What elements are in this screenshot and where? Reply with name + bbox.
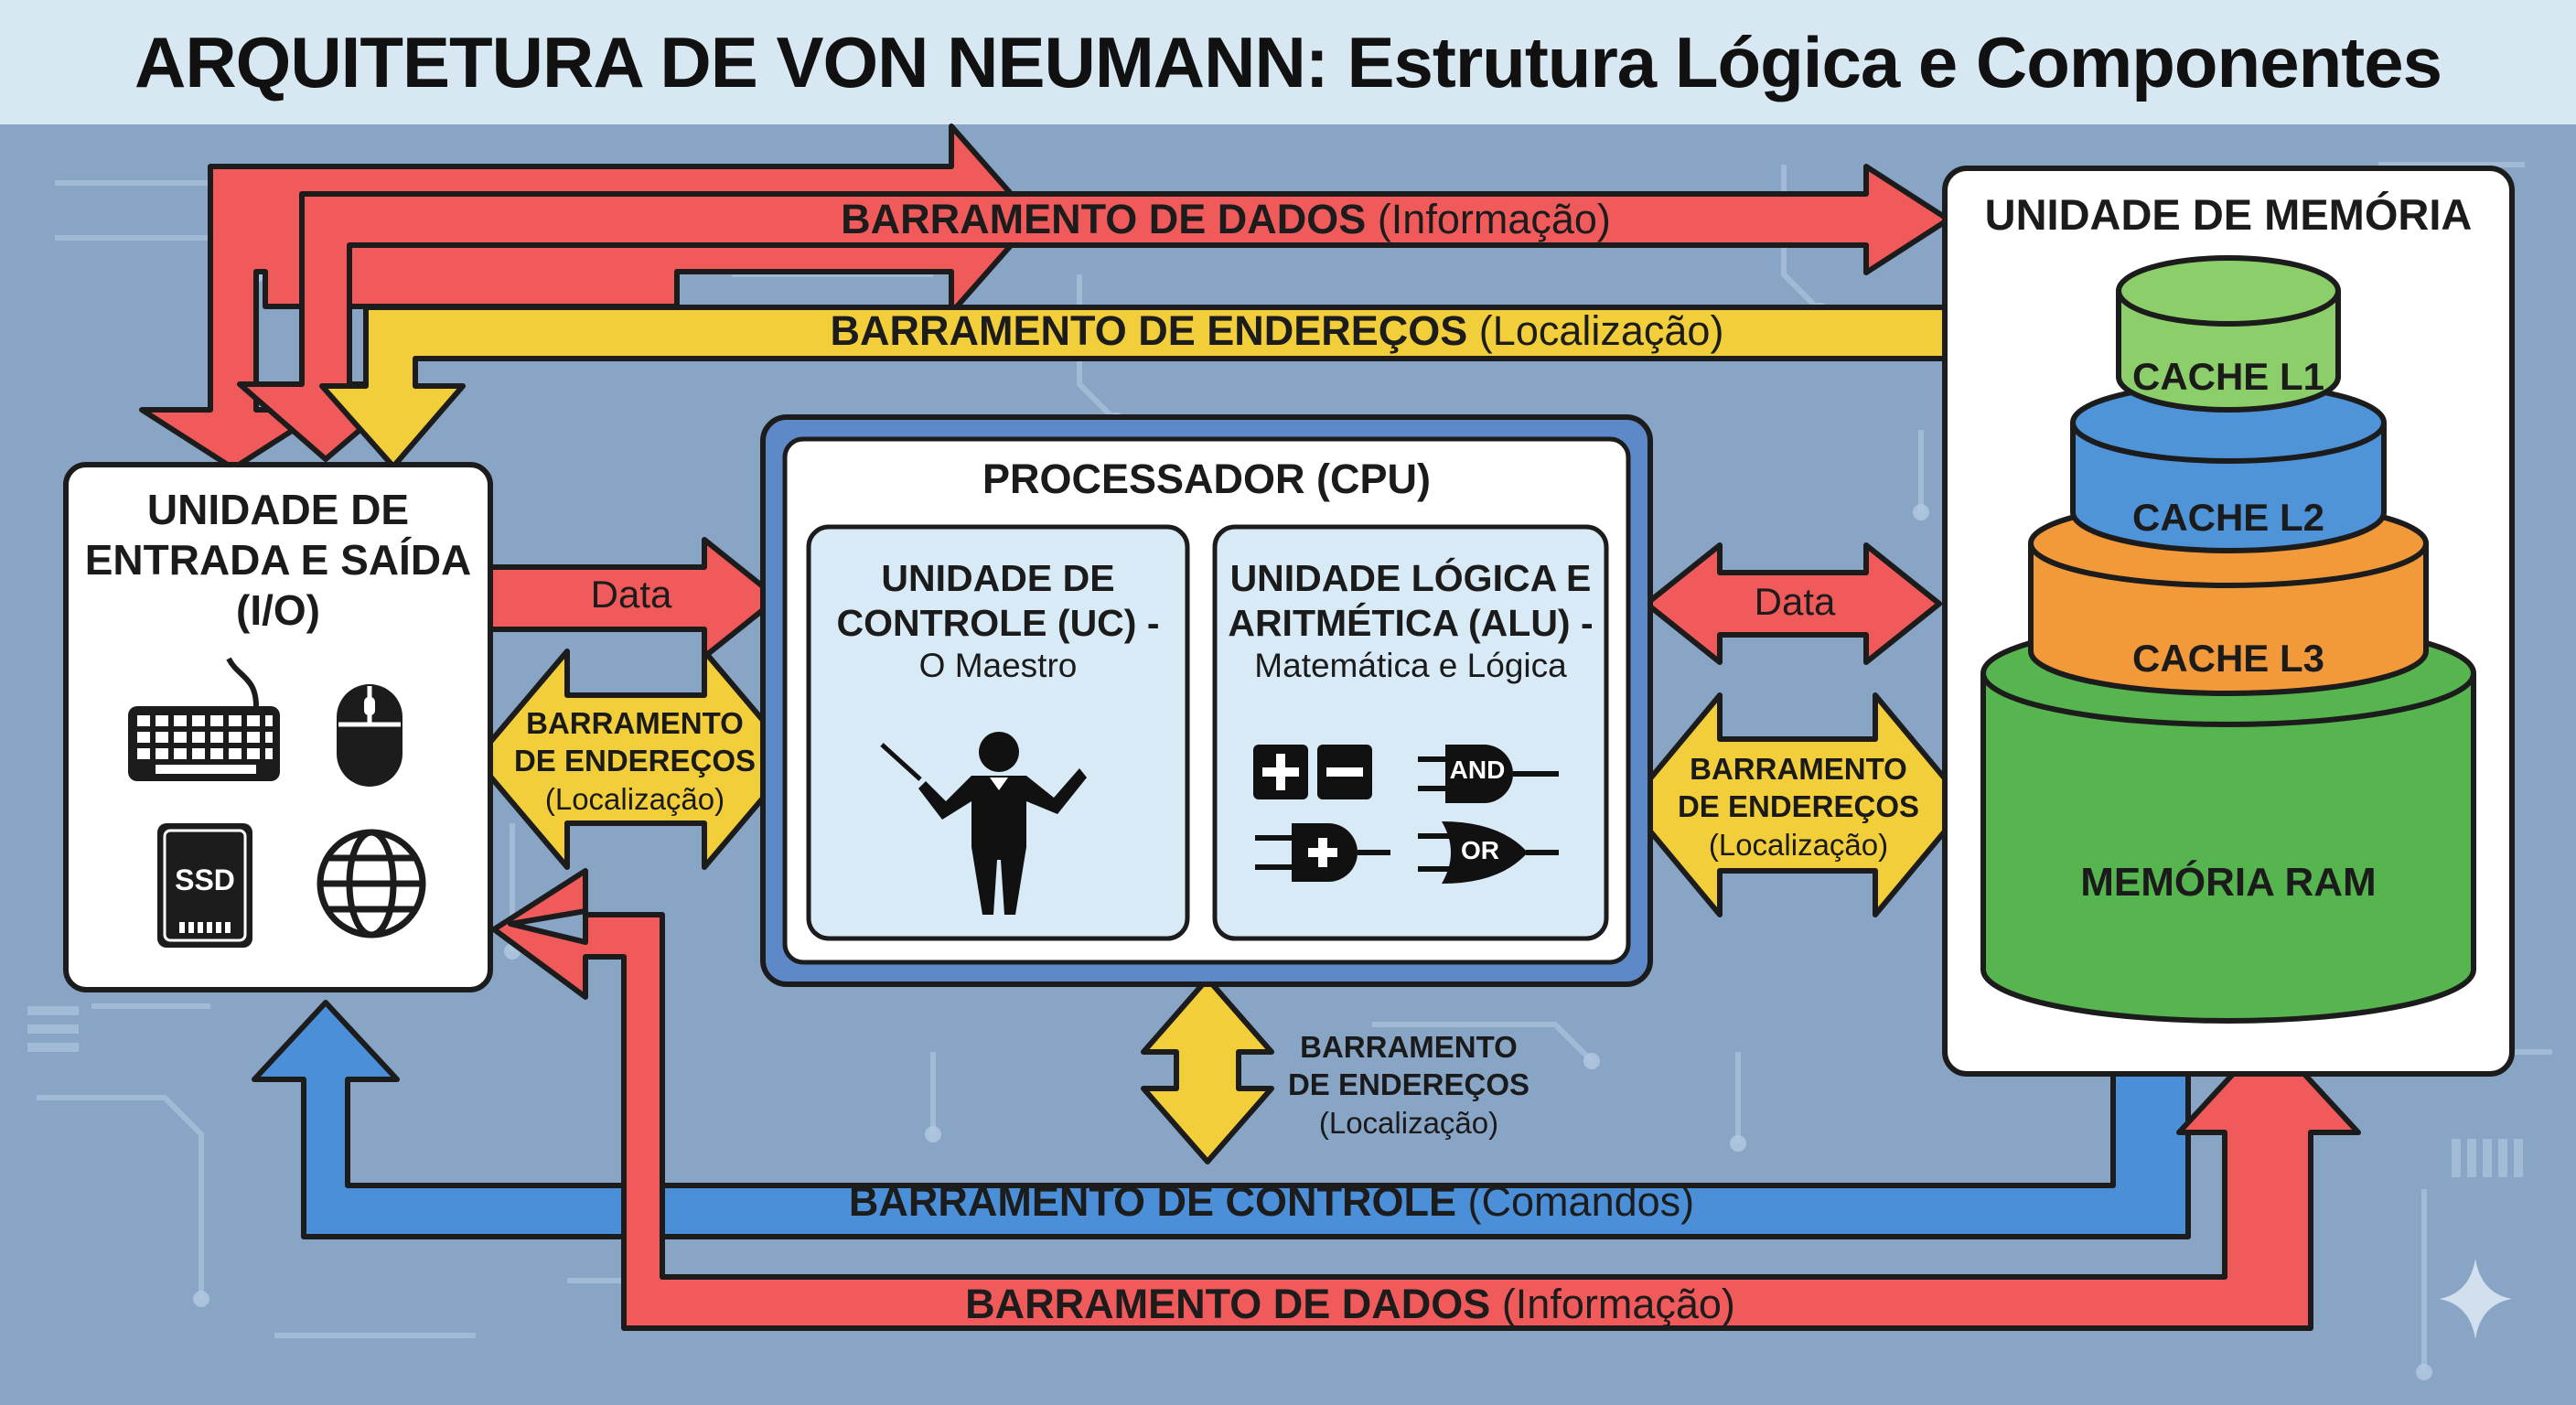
address-bus-top-label: BARRAMENTO DE ENDEREÇOS (Localização) [831, 307, 1724, 355]
cpu-title: PROCESSADOR (CPU) [982, 456, 1432, 502]
data-bus-bottom-desc: (Informação) [1501, 1281, 1735, 1327]
cache-l3-label: CACHE L3 [2131, 637, 2325, 680]
control-bus-arrow [252, 1000, 2191, 1239]
cache-l2-cylinder [2070, 381, 2387, 553]
chip-pins-decoration [27, 1006, 2523, 1177]
address-bus-top-desc: (Localização) [1478, 307, 1724, 354]
io-unit-title: UNIDADE DE ENTRADA E SAÍDA (I/O) [84, 486, 472, 635]
data-bus-top-line [237, 164, 1951, 462]
address-bottom-label: BARRAMENTO DE ENDEREÇOS (Localização) [1287, 1030, 1530, 1140]
sparkle-icon [2439, 1259, 2512, 1339]
data-bus-top-label: BARRAMENTO DE DADOS (Informação) [841, 196, 1611, 243]
or-gate-icon [1418, 821, 1559, 884]
control-bus-desc: (Comandos) [1467, 1178, 1695, 1225]
data-bus-bottom-label: BARRAMENTO DE DADOS (Informação) [965, 1281, 1735, 1328]
keyboard-icon [128, 657, 280, 781]
cpu-bottom-address-arrow [1141, 976, 1274, 1164]
ssd-label: SSD [175, 863, 235, 896]
control-unit-label: UNIDADE DE CONTROLE (UC) - O Maestro [836, 557, 1160, 685]
plus-icon [1253, 745, 1308, 799]
cache-l2-label: CACHE L2 [2131, 496, 2325, 539]
title-bar: ARQUITETURA DE VON NEUMANN: Estrutura Ló… [0, 0, 2576, 124]
control-bus-name: BARRAMENTO DE CONTROLE [848, 1178, 1457, 1225]
address-right-label: BARRAMENTO DE ENDEREÇOS (Localização) [1677, 752, 1920, 862]
and-gate-label: AND [1449, 756, 1506, 784]
cache-l1-label: CACHE L1 [2131, 355, 2325, 398]
data-bus-bottom-name: BARRAMENTO DE DADOS [965, 1281, 1491, 1327]
ram-label: MEMÓRIA RAM [2080, 860, 2377, 905]
globe-icon [317, 829, 426, 938]
cpu-mem-data-label: Data [1754, 580, 1836, 623]
alu-label: UNIDADE LÓGICA E ARITMÉTICA (ALU) - Mate… [1228, 557, 1594, 685]
minus-icon [1317, 745, 1372, 799]
address-left-label: BARRAMENTO DE ENDEREÇOS (Localização) [513, 706, 757, 816]
adder-gate-icon [1255, 823, 1390, 882]
data-bus-top-name: BARRAMENTO DE DADOS [841, 196, 1367, 242]
ssd-icon [157, 823, 252, 948]
cache-l1-cylinder [2116, 255, 2341, 413]
conductor-icon [880, 732, 1087, 915]
or-gate-label: OR [1461, 836, 1499, 864]
data-bus-bottom-arrow [491, 868, 2361, 1331]
data-bus-top-desc: (Informação) [1377, 196, 1611, 242]
address-bus-top-name: BARRAMENTO DE ENDEREÇOS [830, 307, 1468, 354]
memory-title: UNIDADE DE MEMÓRIA [1984, 190, 2473, 239]
page-title: ARQUITETURA DE VON NEUMANN: Estrutura Ló… [134, 21, 2442, 102]
mouse-icon [337, 684, 402, 787]
io-cpu-data-arrow [482, 537, 780, 660]
io-cpu-data-label: Data [590, 573, 672, 616]
and-gate-icon [1418, 745, 1559, 803]
cpu-mem-data-arrow [1644, 542, 1942, 665]
control-bus-label: BARRAMENTO DE CONTROLE (Comandos) [849, 1178, 1694, 1226]
